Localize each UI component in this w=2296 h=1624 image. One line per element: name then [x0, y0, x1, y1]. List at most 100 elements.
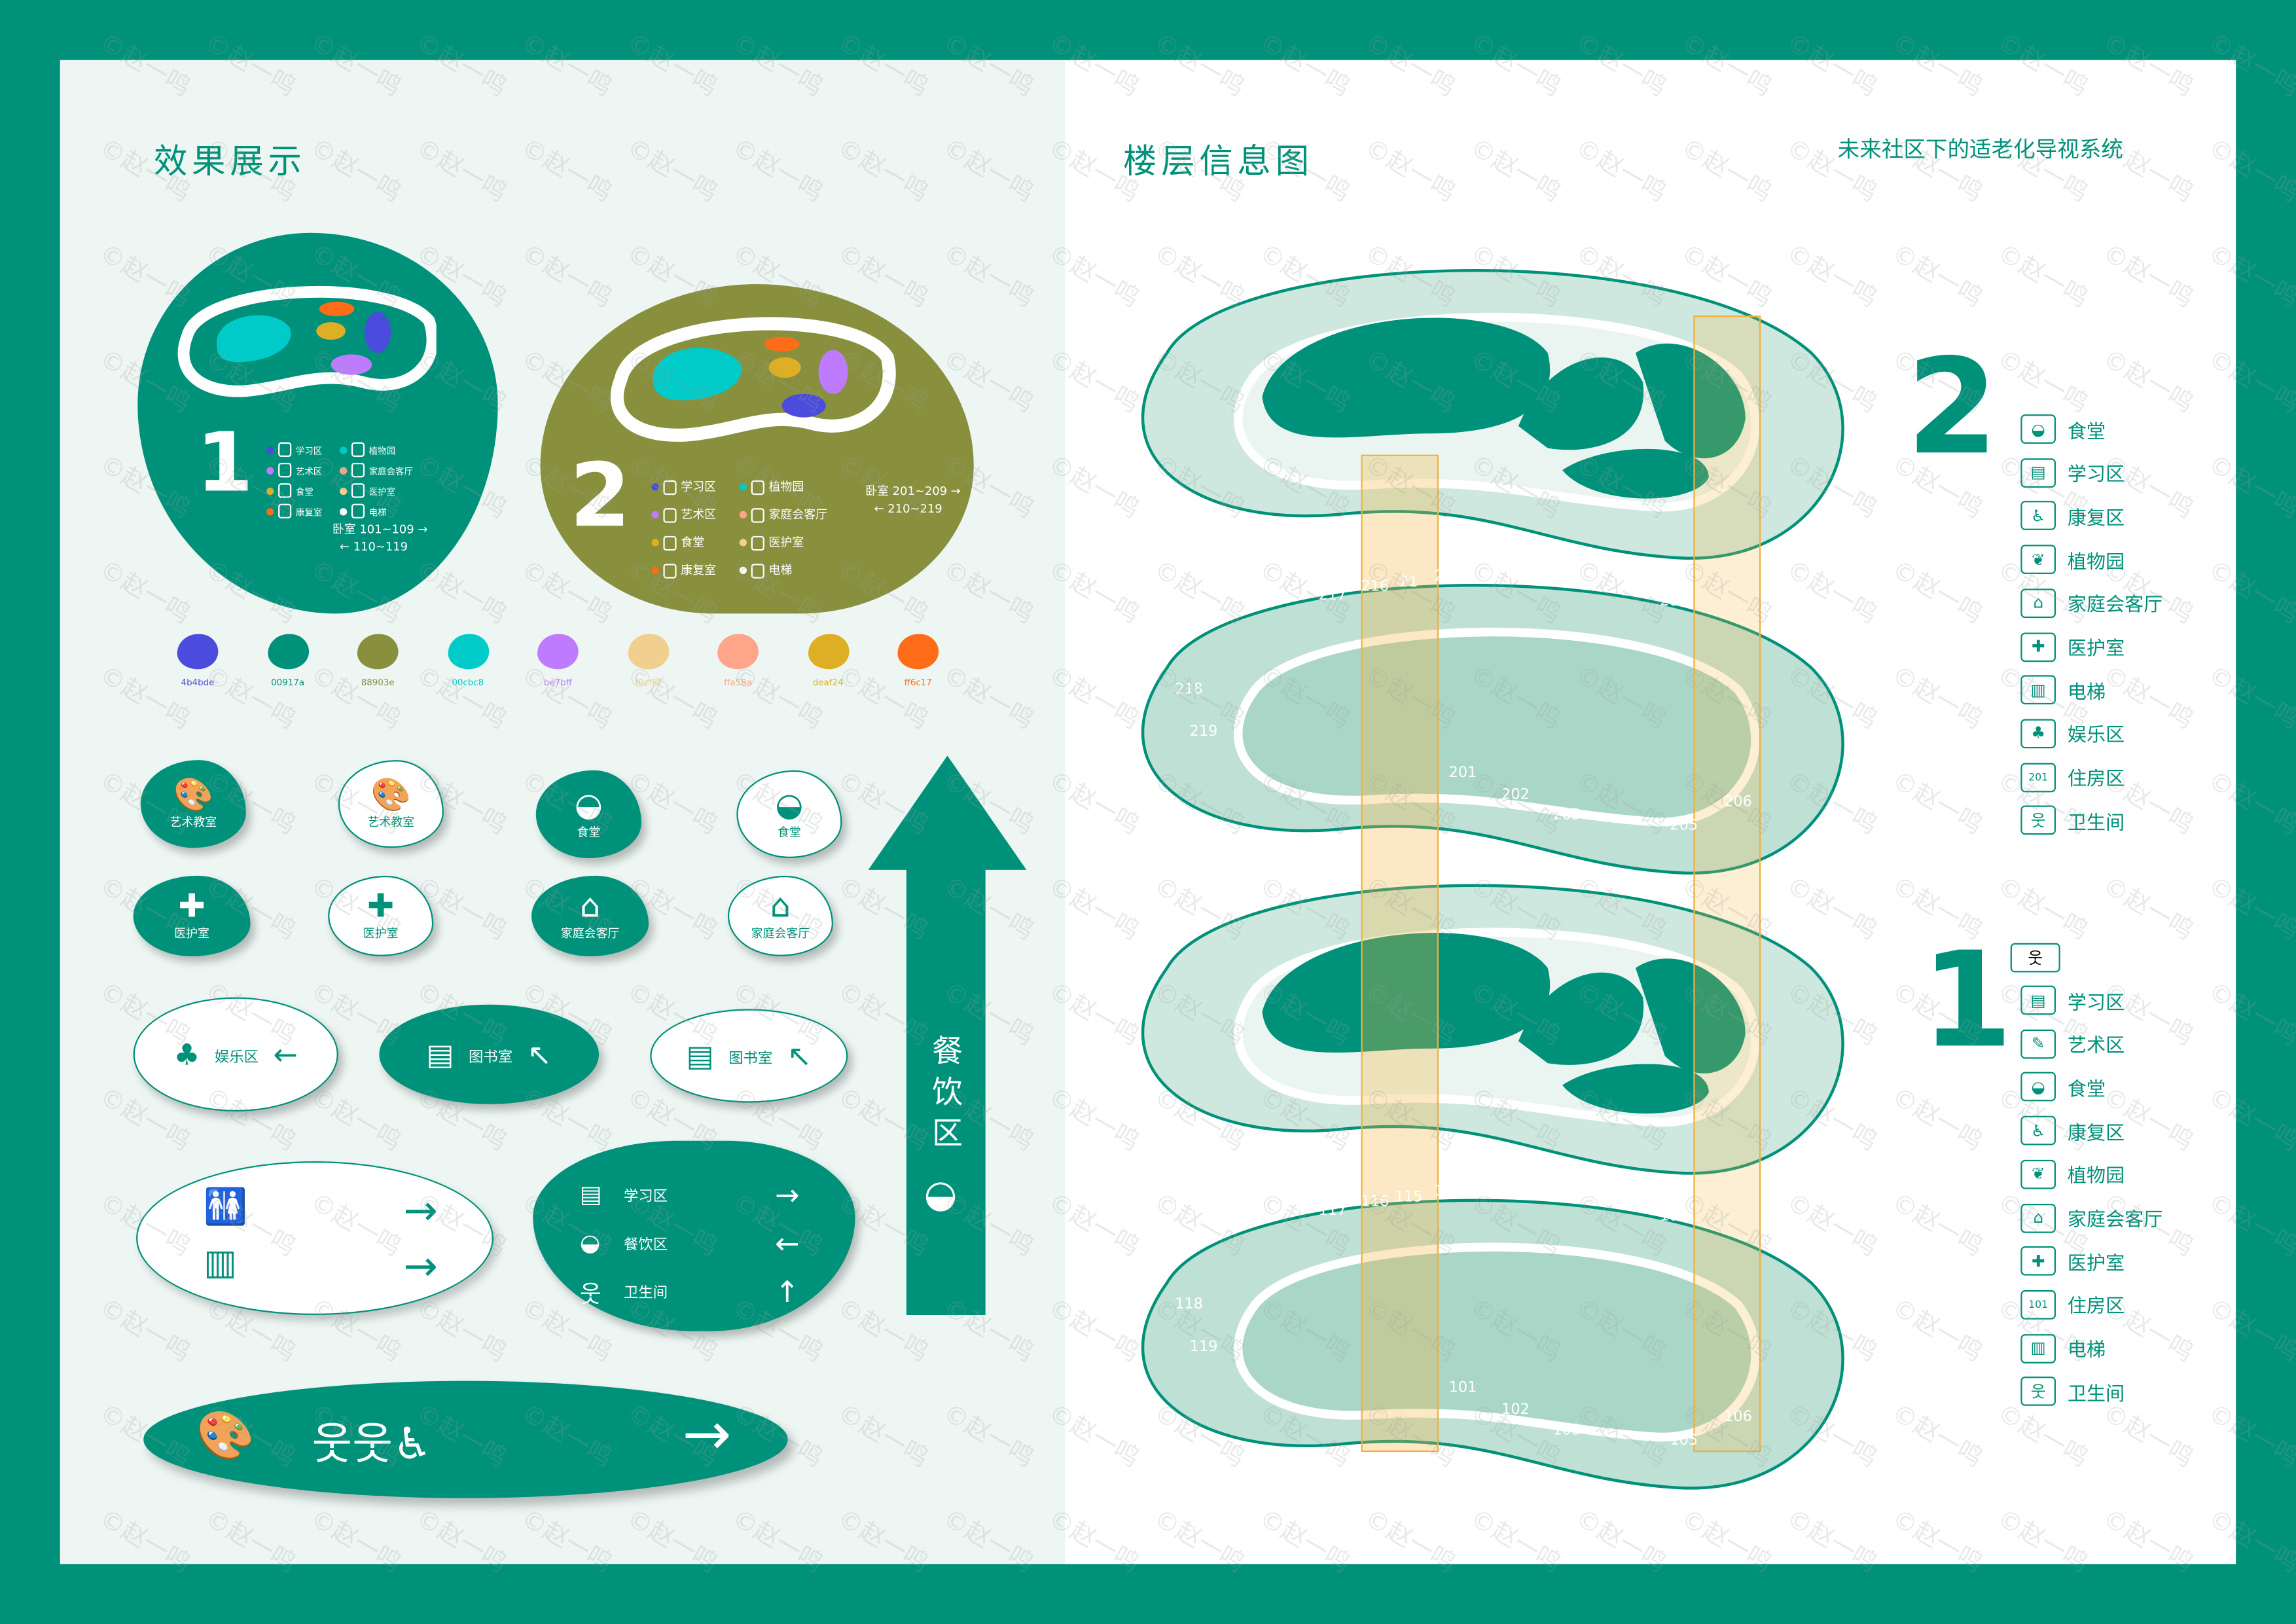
up-arrow-shape: [868, 755, 1027, 1316]
room-sign: ◒食堂: [535, 770, 641, 858]
direction-label: 图书室: [728, 1051, 773, 1067]
restroom-icon: 웃웃♿: [312, 1418, 433, 1471]
legend-label: 艺术区: [681, 508, 716, 522]
room-sign-label: 家庭会客厅: [560, 927, 620, 941]
house-icon: ⌂: [2020, 588, 2056, 618]
arrow-icon: ←: [273, 1036, 298, 1072]
swatch-blob: [447, 634, 489, 670]
arrow-icon: →: [775, 1176, 800, 1212]
legend-label: 卫生间: [2067, 1383, 2125, 1406]
book-icon: ▤: [426, 1036, 454, 1072]
room-number: 118: [1175, 1297, 1203, 1313]
legend-label: 植物园: [768, 480, 804, 494]
room-number: 218: [1175, 681, 1203, 698]
room-sign: 🎨艺术教室: [140, 760, 246, 848]
color-swatch: 4b4bde: [177, 634, 219, 689]
palette-icon: [278, 462, 292, 478]
legend-label: 电梯: [768, 564, 793, 577]
room-icon: 101: [2020, 1290, 2056, 1320]
legend-dot: [739, 539, 747, 547]
room-number: 212: [1509, 569, 1537, 585]
rooms-left: ← 210~219: [874, 502, 942, 516]
floor-sign-1: 1 学习区植物园艺术区家庭会客厅食堂医护室康复室电梯 卧室 101~109 → …: [137, 232, 498, 614]
room-number: 202: [1501, 787, 1530, 804]
legend-label: 电梯: [2067, 681, 2106, 704]
walker-icon: [278, 503, 292, 518]
facility-row: 🚻→: [204, 1186, 438, 1242]
legend-item: ♣娱乐区: [2020, 719, 2196, 748]
combo-label: 学习区: [624, 1189, 668, 1206]
legend-item: ⌂家庭会客厅: [2020, 1202, 2196, 1233]
legend-label: 医护室: [2067, 638, 2125, 660]
legend-label: 医护室: [2067, 1253, 2125, 1275]
color-swatch: deaf24: [807, 634, 849, 688]
room-number: 108: [1659, 1208, 1688, 1225]
legend-label: 食堂: [681, 535, 705, 549]
book-icon: ▤: [579, 1180, 602, 1208]
direction-sign: ♣娱乐区←: [133, 997, 338, 1112]
palette-icon: ✎: [2020, 1029, 2056, 1058]
palette-icon: 🎨: [173, 776, 213, 814]
legend-item: ✚医护室: [2020, 632, 2196, 662]
swatch-hex: 4b4bde: [181, 677, 215, 689]
legend-label: 家庭会客厅: [2067, 1209, 2163, 1232]
swatch-blob: [897, 634, 939, 670]
facility-row: ▥→: [204, 1242, 438, 1297]
legend-label: 家庭会客厅: [2067, 594, 2163, 617]
legend-item: ▤学习区: [2020, 458, 2196, 488]
arrow-icon: →: [403, 1186, 438, 1235]
legend-item: 家庭会客厅: [739, 507, 859, 523]
palette-icon: 🎨: [370, 776, 411, 814]
room-sign: ✚医护室: [133, 875, 251, 956]
legend-item: 食堂: [651, 535, 740, 551]
legend-dot: [266, 466, 274, 474]
legend-label: 电梯: [368, 507, 387, 518]
rooms-right: 卧室 101~109 →: [332, 522, 428, 536]
room-sign: ⌂家庭会客厅: [531, 875, 649, 956]
legend-dot: [266, 446, 274, 454]
swatch-hex: ff6c17: [904, 677, 932, 689]
panel-title: 效果展示: [153, 143, 306, 182]
bowl-icon: ◒: [574, 787, 603, 824]
room-number: 117: [1318, 1202, 1347, 1219]
room-sign-label: 医护室: [174, 927, 209, 941]
room-number: 206: [1724, 794, 1752, 811]
legend-label: 康复室: [295, 507, 323, 518]
color-swatch: ff6c17: [897, 634, 939, 689]
elevator-shaft: [1361, 454, 1439, 1453]
medical-heart-icon: ✚: [178, 888, 206, 926]
room-number: 214: [1434, 569, 1462, 585]
book-icon: [663, 479, 677, 495]
right-arrow-icon: →: [682, 1401, 732, 1469]
legend-label: 学习区: [2067, 992, 2125, 1015]
legend-item: 植物园: [739, 479, 859, 496]
room-number: 105: [1670, 1433, 1698, 1449]
medical-heart-icon: ✚: [2020, 1246, 2056, 1276]
arrow-icon: ↖: [527, 1036, 552, 1072]
legend-item: ❦植物园: [2020, 1159, 2196, 1189]
room-number: 109: [1621, 1199, 1650, 1215]
room-number: 115: [1394, 1189, 1423, 1206]
legend-dot: [340, 466, 348, 474]
plant-icon: [751, 479, 764, 495]
room-number: 209: [1621, 583, 1650, 600]
floor-number: 1: [196, 416, 253, 511]
swatch-hex: 88903e: [361, 677, 395, 689]
bowl-icon: ◒: [924, 1172, 958, 1218]
plant-icon: ❦: [2020, 545, 2056, 575]
legend-item: ◒食堂: [2020, 414, 2196, 444]
house-icon: ⌂: [579, 888, 601, 926]
legend-item: ⌂ 家庭会客厅: [2020, 588, 2196, 618]
walker-icon: [663, 563, 677, 578]
color-swatch: 00cbc8: [447, 634, 489, 688]
swatch-blob: [717, 634, 759, 670]
swatch-blob: [537, 634, 579, 670]
book-icon: ▤: [686, 1038, 714, 1074]
swatch-blob: [267, 634, 308, 670]
bowl-icon: ◒: [579, 1229, 601, 1257]
legend-label: 医护室: [368, 486, 396, 497]
room-sign-label: 艺术教室: [367, 815, 415, 829]
